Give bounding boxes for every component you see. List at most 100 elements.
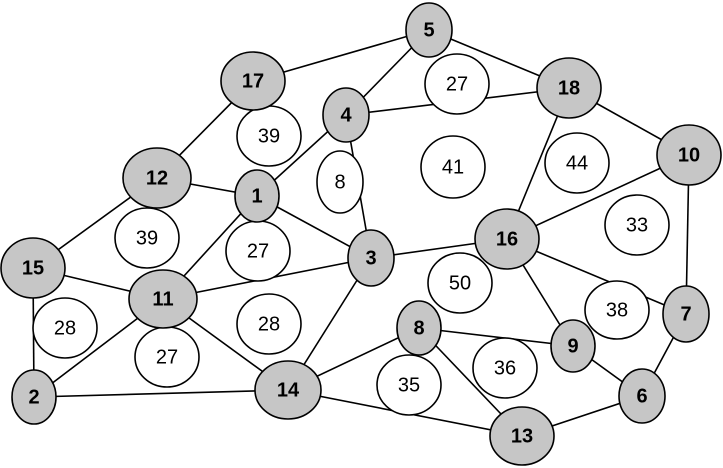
face-weight: 8 (316, 150, 364, 214)
face-weight-ellipse (316, 150, 364, 214)
face-weight-ellipse (32, 297, 98, 359)
vertex-8: 8 (396, 300, 442, 356)
face-weight-label: 35 (398, 374, 420, 396)
vertex-node (347, 229, 395, 287)
face-weight: 27 (134, 326, 200, 388)
vertex-node (656, 124, 722, 186)
vertex-7: 7 (662, 285, 710, 343)
edge-8-9 (418, 327, 574, 347)
face-weight-label: 39 (258, 125, 280, 147)
face-weight-ellipse (427, 252, 493, 314)
vertex-label: 5 (423, 19, 434, 41)
vertex-label: 18 (558, 77, 580, 99)
face-weight: 39 (114, 207, 180, 269)
vertex-label: 15 (22, 257, 44, 279)
face-weight: 27 (424, 53, 490, 115)
face-weight-ellipse (236, 293, 302, 355)
face-weight: 41 (420, 135, 486, 199)
vertex-node (396, 300, 442, 356)
vertex-node (122, 147, 192, 209)
vertex-label: 12 (146, 167, 168, 189)
vertex-node (536, 57, 602, 119)
face-weight-ellipse (114, 207, 180, 269)
vertex-node (128, 269, 198, 329)
vertex-label: 11 (152, 288, 173, 310)
face-weight-label: 28 (258, 313, 280, 335)
vertex-node (662, 285, 710, 343)
vertex-label: 16 (496, 228, 518, 250)
face-weight-ellipse (376, 354, 442, 416)
vertex-17: 17 (220, 51, 286, 111)
face-weight: 36 (472, 337, 538, 399)
face-weight-label: 50 (449, 272, 471, 294)
face-weight-ellipse (544, 132, 610, 194)
vertex-1: 1 (234, 169, 280, 223)
face-weight-label: 33 (626, 214, 648, 236)
face-weight-ellipse (420, 135, 486, 199)
vertex-13: 13 (489, 406, 555, 466)
edge-10-16 (506, 154, 690, 240)
vertex-node (474, 208, 540, 270)
vertex-node (550, 319, 596, 373)
face-weight-ellipse (604, 194, 670, 256)
vertex-label: 14 (277, 379, 300, 401)
vertex-18: 18 (536, 57, 602, 119)
vertex-node (11, 369, 57, 425)
face-weight-label: 36 (494, 357, 516, 379)
vertex-node (0, 237, 66, 299)
vertex-5: 5 (405, 2, 453, 58)
vertex-label: 6 (636, 385, 647, 407)
face-weight: 28 (236, 293, 302, 355)
vertex-node (405, 2, 453, 58)
vertex-3: 3 (347, 229, 395, 287)
face-weight: 38 (584, 280, 650, 340)
vertex-12: 12 (122, 147, 192, 209)
vertex-label: 17 (242, 70, 264, 92)
vertex-node (618, 368, 666, 424)
vertex-4: 4 (322, 87, 370, 143)
vertex-node (220, 51, 286, 111)
vertex-14: 14 (254, 360, 322, 420)
face-weight: 44 (544, 132, 610, 194)
vertex-node (322, 87, 370, 143)
vertex-15: 15 (0, 237, 66, 299)
vertex-node (489, 406, 555, 466)
face-weight: 33 (604, 194, 670, 256)
vertex-10: 10 (656, 124, 722, 186)
face-weight: 27 (225, 220, 291, 282)
face-weight: 35 (376, 354, 442, 416)
vertex-node (234, 169, 280, 223)
vertex-label: 8 (413, 317, 424, 339)
face-weight-label: 39 (136, 227, 158, 249)
face-weight-ellipse (472, 337, 538, 399)
vertex-6: 6 (618, 368, 666, 424)
vertex-node (254, 360, 322, 420)
face-weight: 50 (427, 252, 493, 314)
face-weight-label: 41 (442, 156, 464, 178)
face-weight-label: 27 (156, 346, 178, 368)
face-weight: 39 (236, 105, 302, 167)
vertex-label: 3 (365, 247, 376, 269)
vertex-label: 13 (511, 425, 533, 447)
face-weight-ellipse (424, 53, 490, 115)
edge-2-14 (33, 389, 289, 398)
face-weight-label: 27 (446, 73, 468, 95)
vertex-9: 9 (550, 319, 596, 373)
vertex-label: 4 (340, 104, 352, 126)
vertex-label: 1 (251, 185, 262, 207)
vertex-label: 7 (680, 303, 691, 325)
vertex-label: 2 (28, 386, 39, 408)
face-weight-label: 44 (566, 152, 588, 174)
vertex-label: 9 (567, 335, 578, 357)
vertex-2: 2 (11, 369, 57, 425)
face-weight-label: 38 (606, 299, 628, 321)
face-weight-label: 8 (334, 171, 345, 193)
face-weight-ellipse (584, 280, 650, 340)
vertex-label: 10 (678, 144, 700, 166)
vertex-16: 16 (474, 208, 540, 270)
face-weight-label: 28 (54, 317, 76, 339)
face-weight-label: 27 (247, 240, 269, 262)
